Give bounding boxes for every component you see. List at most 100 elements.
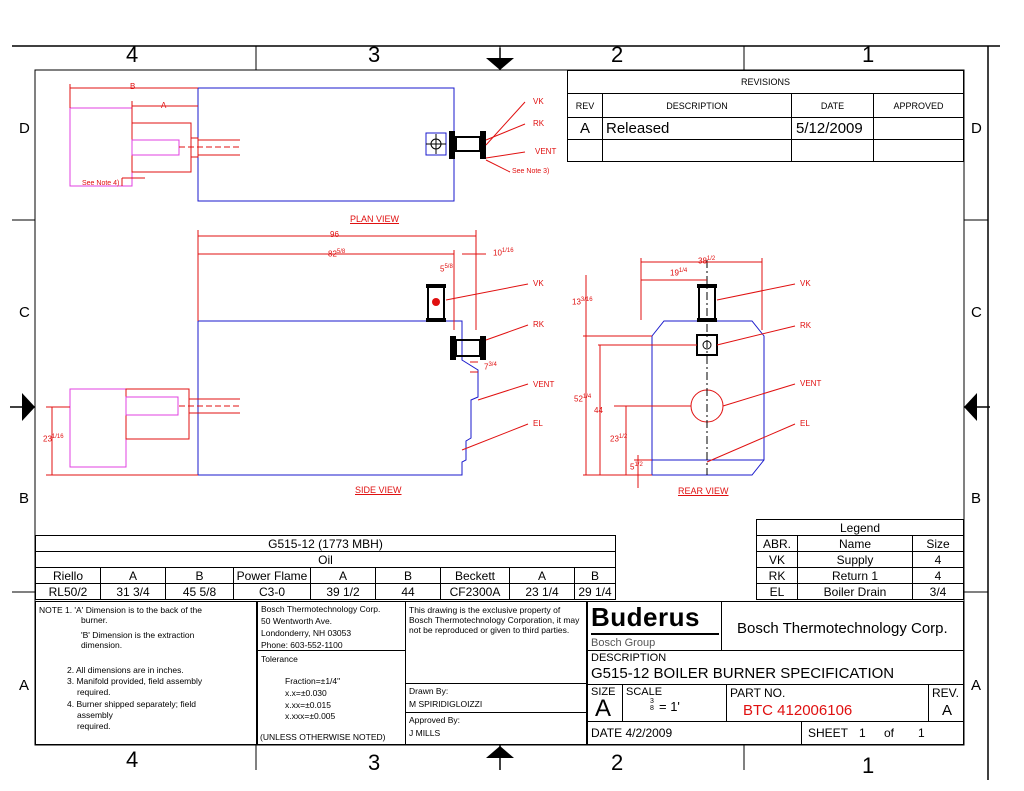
- note-3b: required.: [77, 687, 111, 697]
- zone-right-A: A: [971, 677, 982, 694]
- approved-by-box: Approved By: J MILLS: [405, 712, 587, 745]
- part-no-label: PART NO.: [730, 686, 786, 700]
- company-address-box: Bosch Thermotechnology Corp. 50 Wentwort…: [257, 601, 406, 651]
- burner-cell: 31 3/4: [100, 583, 166, 600]
- tolerance-box: Tolerance Fraction=±1/4" x.x=±0.030 x.xx…: [257, 650, 406, 745]
- burner-cell: 44: [375, 583, 441, 600]
- burner-cell: RL50/2: [35, 583, 101, 600]
- tolerance-fraction: Fraction=±1/4": [285, 676, 341, 686]
- burner-cell: C3-0: [233, 583, 311, 600]
- burner-cell: CF2300A: [440, 583, 510, 600]
- see-note-3-callout: See Note 3): [512, 168, 550, 175]
- burner-table-title: G515-12 (1773 MBH): [35, 535, 616, 552]
- scale-value: = 1': [659, 699, 680, 714]
- legend-size: 4: [912, 551, 964, 568]
- approved-by-value: J MILLS: [409, 728, 441, 738]
- legend-name: Supply: [797, 551, 913, 568]
- dim-5-side: 55/8: [440, 264, 453, 274]
- note-4a: 4. Burner shipped separately; field: [67, 699, 196, 709]
- date-box: DATE 4/2/2009: [587, 721, 802, 745]
- company-name: Bosch Thermotechnology Corp.: [261, 604, 381, 614]
- part-no-value: BTC 412006106: [743, 702, 853, 719]
- dim-7: 73/4: [484, 362, 497, 372]
- zone-left-C: C: [19, 304, 30, 321]
- of-label: of: [884, 726, 895, 740]
- side-el-callout: EL: [533, 419, 543, 428]
- size-box: SIZE A: [587, 684, 623, 722]
- legend-abr: RK: [756, 567, 798, 584]
- note-1b: burner.: [81, 615, 108, 625]
- zone-bottom-4: 4: [126, 747, 139, 772]
- note-2: 2. All dimensions are in inches.: [67, 665, 184, 675]
- center-mark-bottom-icon: [486, 745, 514, 770]
- rev-col-header: REV: [567, 93, 603, 118]
- date-value: DATE 4/2/2009: [591, 726, 673, 740]
- drawn-by-box: Drawn By: M SPIRIDIGLOIZZI: [405, 683, 587, 713]
- burner-table: G515-12 (1773 MBH) Oil Riello A B Power …: [35, 535, 616, 600]
- rear-view: [583, 258, 796, 488]
- revision-date: 5/12/2009: [791, 117, 874, 140]
- burner-header: B: [165, 567, 234, 584]
- zone-right-D: D: [971, 120, 982, 137]
- rear-vk-callout: VK: [800, 279, 811, 288]
- burner-cell: 23 1/4: [509, 583, 575, 600]
- part-no-box: PART NO. BTC 412006106: [726, 684, 929, 722]
- burner-cell: 45 5/8: [165, 583, 234, 600]
- rev-label: REV.: [932, 686, 959, 700]
- legend-size: 3/4: [912, 583, 964, 600]
- plan-view-label: PLAN VIEW: [350, 214, 400, 224]
- dim-44: 44: [594, 406, 603, 415]
- center-mark-left-icon: [10, 393, 35, 421]
- rev-box: REV. A: [928, 684, 964, 722]
- approved-by-label: Approved By:: [409, 715, 461, 725]
- bosch-group-logo: Bosch Group: [591, 637, 656, 649]
- approved-col-header: APPROVED: [873, 93, 964, 118]
- drawn-by-label: Drawn By:: [409, 686, 449, 696]
- center-mark-right-icon: [964, 393, 990, 421]
- zone-left-B: B: [19, 490, 30, 507]
- of-value: 1: [918, 726, 925, 740]
- tolerance-x-xx: x.xx=±0.015: [285, 700, 332, 710]
- rear-el-callout: EL: [800, 419, 810, 428]
- burner-header: B: [574, 567, 616, 584]
- burner-header: B: [375, 567, 441, 584]
- tolerance-label: Tolerance: [261, 654, 298, 664]
- zone-left-D: D: [19, 120, 30, 137]
- dim-82: 825/8: [328, 249, 346, 259]
- zone-bottom-1: 1: [862, 753, 875, 778]
- description-label: DESCRIPTION: [591, 652, 667, 664]
- company-phone: Phone: 603-552-1100: [261, 640, 343, 650]
- note-3a: 3. Manifold provided, field assembly: [67, 676, 203, 686]
- burner-header: Riello: [35, 567, 101, 584]
- size-label: SIZE: [591, 686, 616, 698]
- legend-size: 4: [912, 567, 964, 584]
- side-vent-callout: VENT: [533, 380, 555, 389]
- rear-vent-callout: VENT: [800, 379, 822, 388]
- side-view-label: SIDE VIEW: [355, 485, 402, 495]
- company-address2: Londonderry, NH 03053: [261, 628, 352, 638]
- scale-label: SCALE: [626, 686, 663, 698]
- legend-abr-header: ABR.: [756, 535, 798, 552]
- rear-rk-callout: RK: [800, 321, 812, 330]
- side-rk-callout: RK: [533, 320, 545, 329]
- plan-view: [69, 84, 526, 202]
- plan-vk-callout: VK: [533, 97, 544, 106]
- dim-10: 101/16: [493, 248, 514, 258]
- title-company-box: Bosch Thermotechnology Corp.: [721, 601, 964, 651]
- zone-top-3: 3: [368, 42, 381, 67]
- legend-size-header: Size: [912, 535, 964, 552]
- dim-38: 381/2: [698, 256, 716, 266]
- size-value: A: [595, 695, 612, 722]
- buderus-logo: Buderus: [591, 602, 700, 632]
- legend-title: Legend: [756, 519, 964, 536]
- plan-rk-callout: RK: [533, 119, 545, 128]
- tolerance-x-xxx: x.xxx=±0.005: [285, 711, 336, 721]
- note-4c: required.: [77, 721, 111, 731]
- note-1a: NOTE 1. 'A' Dimension is to the back of …: [39, 605, 202, 615]
- burner-header: A: [310, 567, 376, 584]
- sheet-label: SHEET: [808, 726, 849, 740]
- revisions-title: REVISIONS: [567, 70, 964, 94]
- zone-top-2: 2: [611, 42, 624, 67]
- zone-top-1: 1: [862, 42, 875, 67]
